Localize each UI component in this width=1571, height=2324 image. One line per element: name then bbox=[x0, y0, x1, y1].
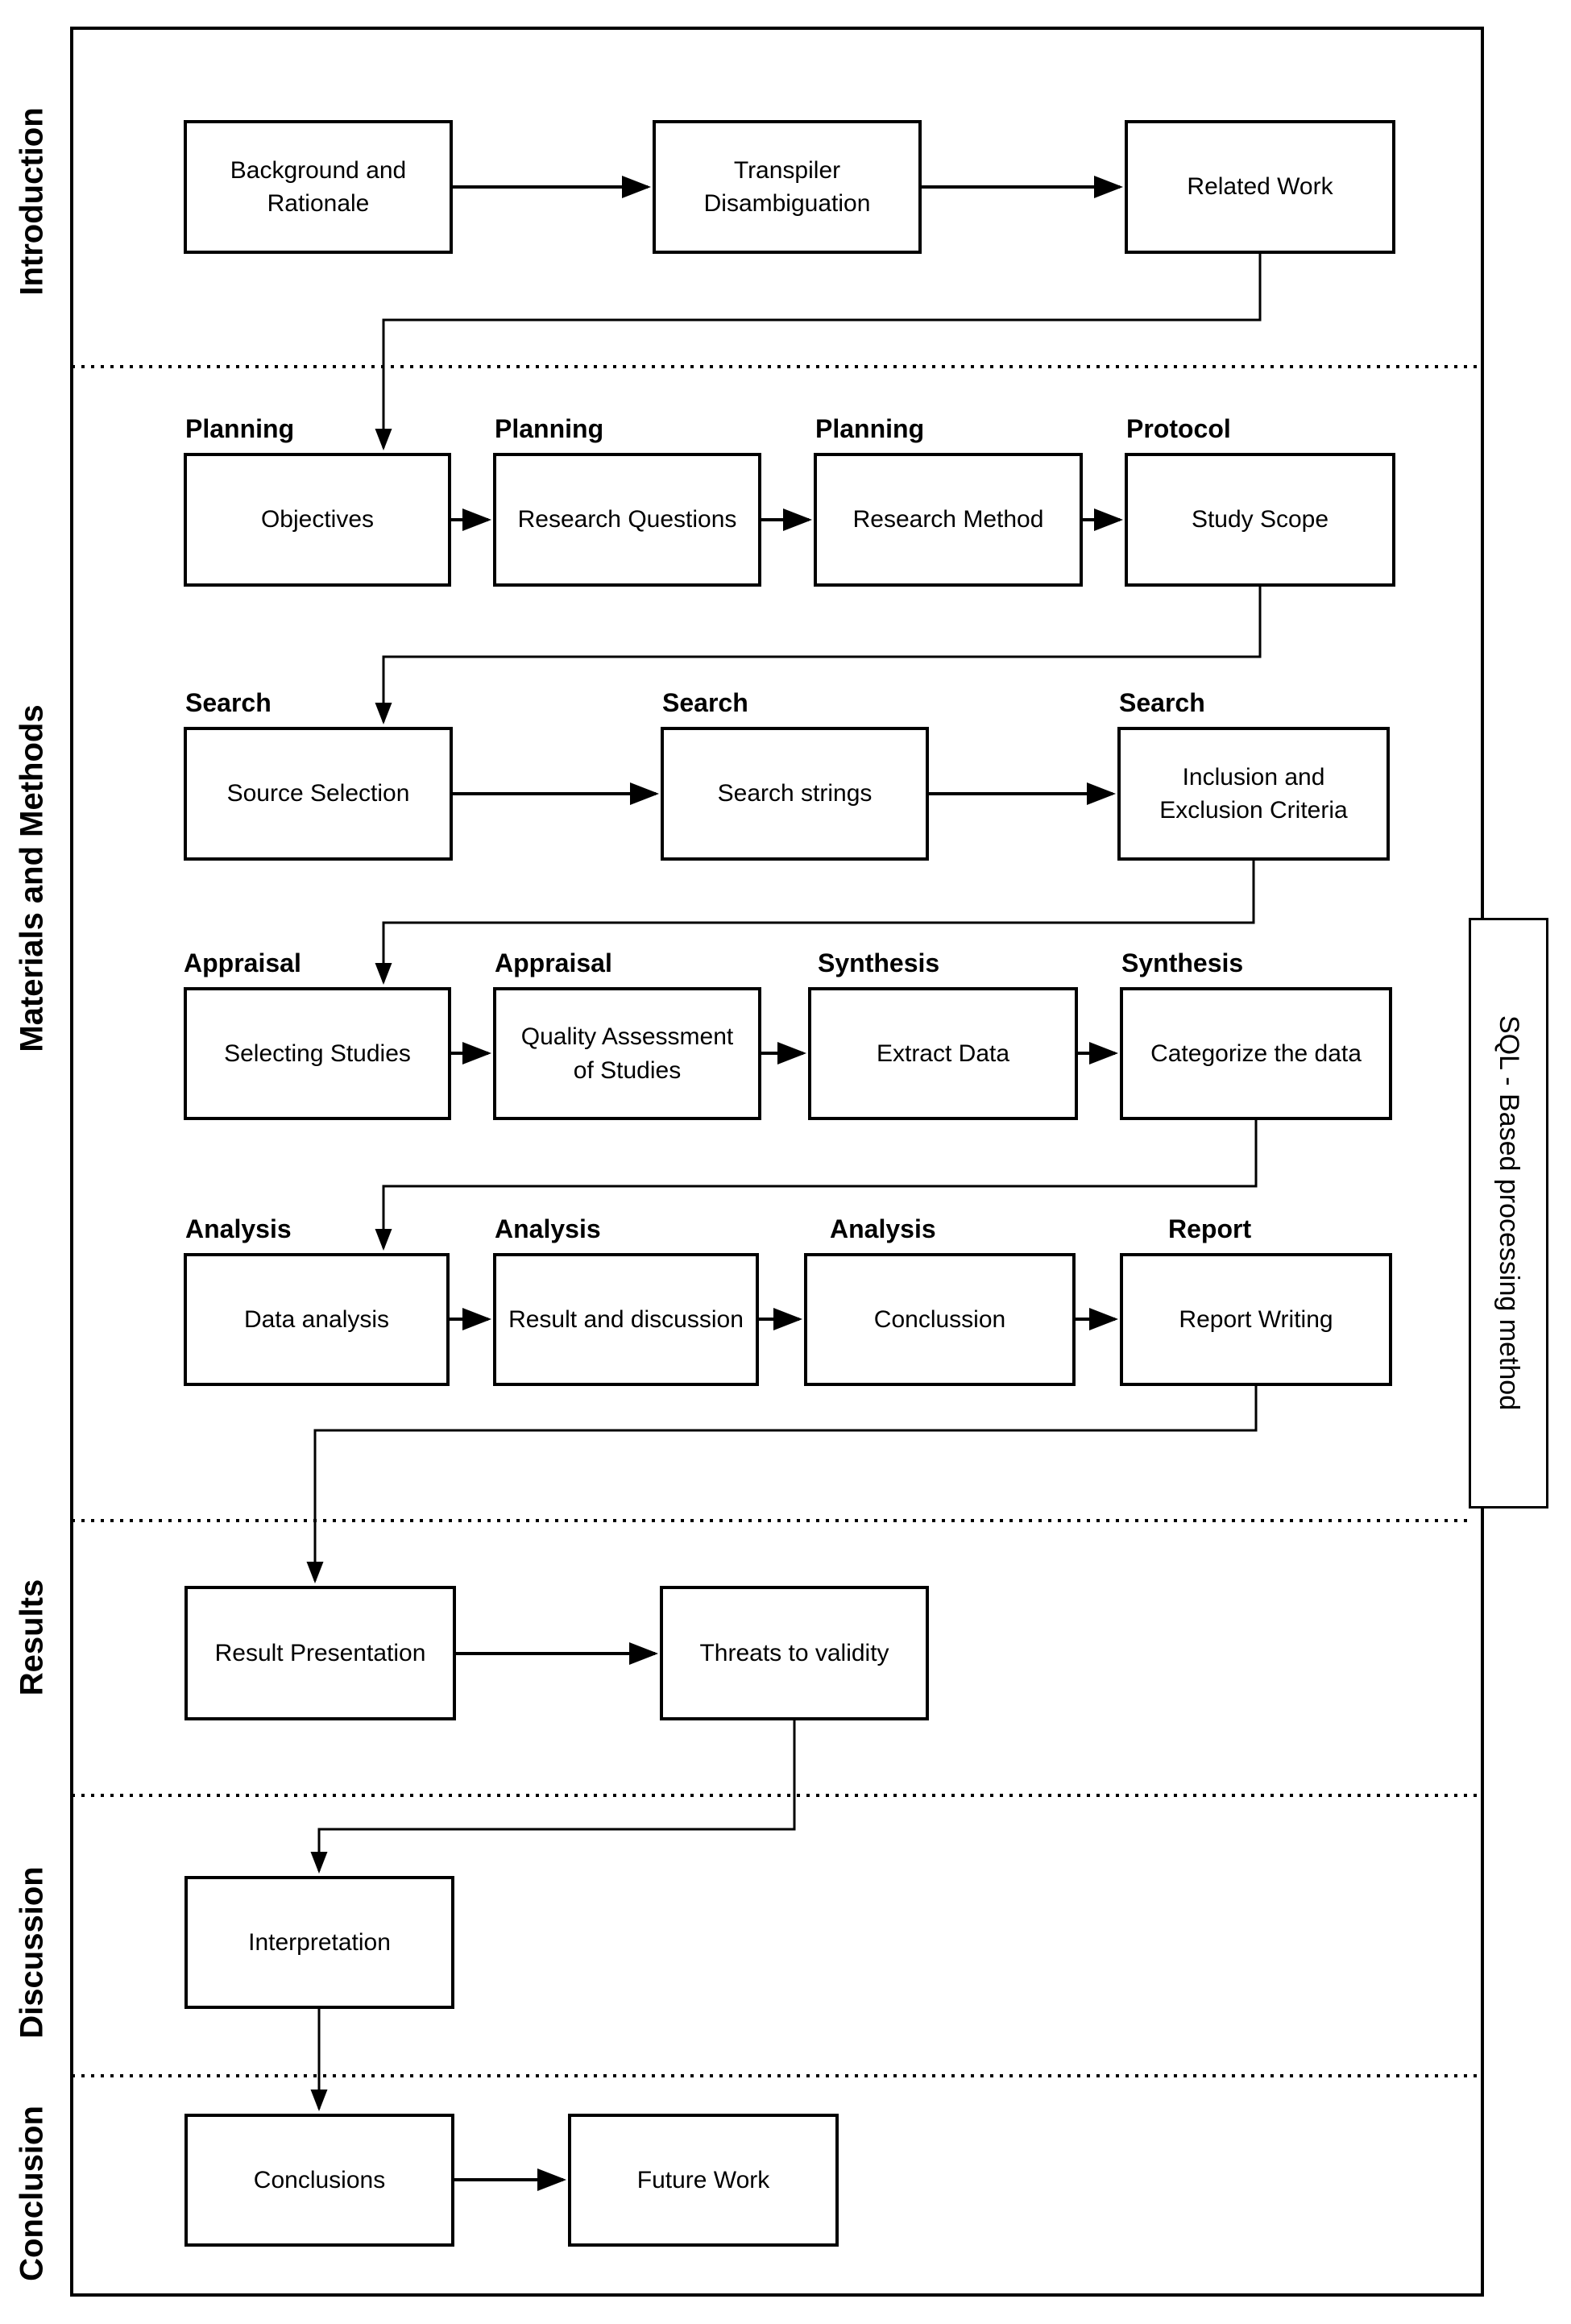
box-label: Result and discussion bbox=[508, 1305, 744, 1333]
box-label: Selecting Studies bbox=[224, 1040, 411, 1067]
box-label: Interpretation bbox=[248, 1928, 391, 1956]
tag-synthesis-2: Synthesis bbox=[1121, 948, 1244, 977]
box-label: Quality Assessment of Studies bbox=[520, 1023, 734, 1084]
box-label: Conclussion bbox=[873, 1305, 1006, 1333]
box-threats-validity: Threats to validity bbox=[660, 1586, 929, 1720]
box-transpiler-disambiguation: Transpiler Disambiguation bbox=[653, 120, 922, 254]
box-label: Conclusions bbox=[253, 2166, 386, 2193]
box-label: Categorize the data bbox=[1150, 1040, 1362, 1067]
box-label: Related Work bbox=[1187, 173, 1333, 201]
box-label: Result Presentation bbox=[214, 1639, 426, 1666]
box-label: Extract Data bbox=[876, 1040, 1010, 1067]
tag-analysis-1: Analysis bbox=[185, 1214, 292, 1243]
box-label: Threats to validity bbox=[699, 1639, 889, 1666]
box-label: Report Writing bbox=[1179, 1305, 1333, 1333]
tag-planning-2: Planning bbox=[495, 414, 604, 443]
section-label-discussion: Discussion bbox=[14, 1866, 50, 2039]
box-label: Source Selection bbox=[226, 780, 410, 807]
box-label: Inclusion and Exclusion Criteria bbox=[1159, 763, 1348, 824]
box-inclusion-exclusion: Inclusion and Exclusion Criteria bbox=[1117, 727, 1390, 861]
box-label: Background and Rationale bbox=[230, 156, 407, 217]
box-study-scope: Study Scope bbox=[1125, 453, 1395, 587]
box-label: Research Questions bbox=[517, 506, 737, 533]
box-research-questions: Research Questions bbox=[493, 453, 761, 587]
sql-processing-method-label: SQL - Based processing method bbox=[1494, 1015, 1524, 1411]
flow-arrows bbox=[450, 176, 1123, 2191]
box-quality-assessment: Quality Assessment of Studies bbox=[493, 987, 761, 1120]
box-label: Research Method bbox=[852, 506, 1044, 533]
section-divider-dotted-lines bbox=[72, 365, 1482, 2077]
box-selecting-studies: Selecting Studies bbox=[184, 987, 451, 1120]
tag-report: Report bbox=[1168, 1214, 1252, 1243]
tag-protocol: Protocol bbox=[1126, 414, 1231, 443]
box-related-work: Related Work bbox=[1125, 120, 1395, 254]
tag-search-1: Search bbox=[185, 688, 272, 717]
section-label-conclusion: Conclusion bbox=[14, 2106, 50, 2281]
tag-search-2: Search bbox=[662, 688, 748, 717]
box-interpretation: Interpretation bbox=[184, 1876, 454, 2009]
box-conclussion: Conclussion bbox=[804, 1253, 1076, 1386]
tag-synthesis-1: Synthesis bbox=[818, 948, 940, 977]
box-source-selection: Source Selection bbox=[184, 727, 453, 861]
tag-appraisal-1: Appraisal bbox=[184, 948, 301, 977]
box-background-rationale: Background and Rationale bbox=[184, 120, 453, 254]
tag-planning-1: Planning bbox=[185, 414, 295, 443]
box-conclusions: Conclusions bbox=[184, 2114, 454, 2247]
section-label-materials-methods: Materials and Methods bbox=[14, 704, 50, 1052]
section-label-introduction: Introduction bbox=[14, 107, 50, 296]
tag-appraisal-2: Appraisal bbox=[495, 948, 612, 977]
box-research-method: Research Method bbox=[814, 453, 1083, 587]
box-result-discussion: Result and discussion bbox=[493, 1253, 759, 1386]
box-label: Future Work bbox=[636, 2166, 770, 2193]
tag-analysis-3: Analysis bbox=[830, 1214, 936, 1243]
box-objectives: Objectives bbox=[184, 453, 451, 587]
tag-search-3: Search bbox=[1119, 688, 1205, 717]
box-search-strings: Search strings bbox=[661, 727, 929, 861]
tag-analysis-2: Analysis bbox=[495, 1214, 601, 1243]
box-label: Search strings bbox=[717, 780, 873, 807]
box-label: Transpiler Disambiguation bbox=[703, 156, 871, 217]
box-categorize-data: Categorize the data bbox=[1120, 987, 1392, 1120]
box-future-work: Future Work bbox=[568, 2114, 839, 2247]
box-data-analysis: Data analysis bbox=[184, 1253, 450, 1386]
box-label: Objectives bbox=[260, 506, 375, 533]
sql-processing-method-box: SQL - Based processing method bbox=[1469, 918, 1548, 1509]
section-label-results: Results bbox=[14, 1579, 50, 1696]
box-extract-data: Extract Data bbox=[808, 987, 1078, 1120]
box-label: Data analysis bbox=[243, 1305, 390, 1333]
box-report-writing: Report Writing bbox=[1120, 1253, 1392, 1386]
elbow-connectors bbox=[306, 254, 1262, 2111]
tag-planning-3: Planning bbox=[815, 414, 925, 443]
box-label: Study Scope bbox=[1191, 506, 1329, 533]
box-result-presentation: Result Presentation bbox=[184, 1586, 456, 1720]
